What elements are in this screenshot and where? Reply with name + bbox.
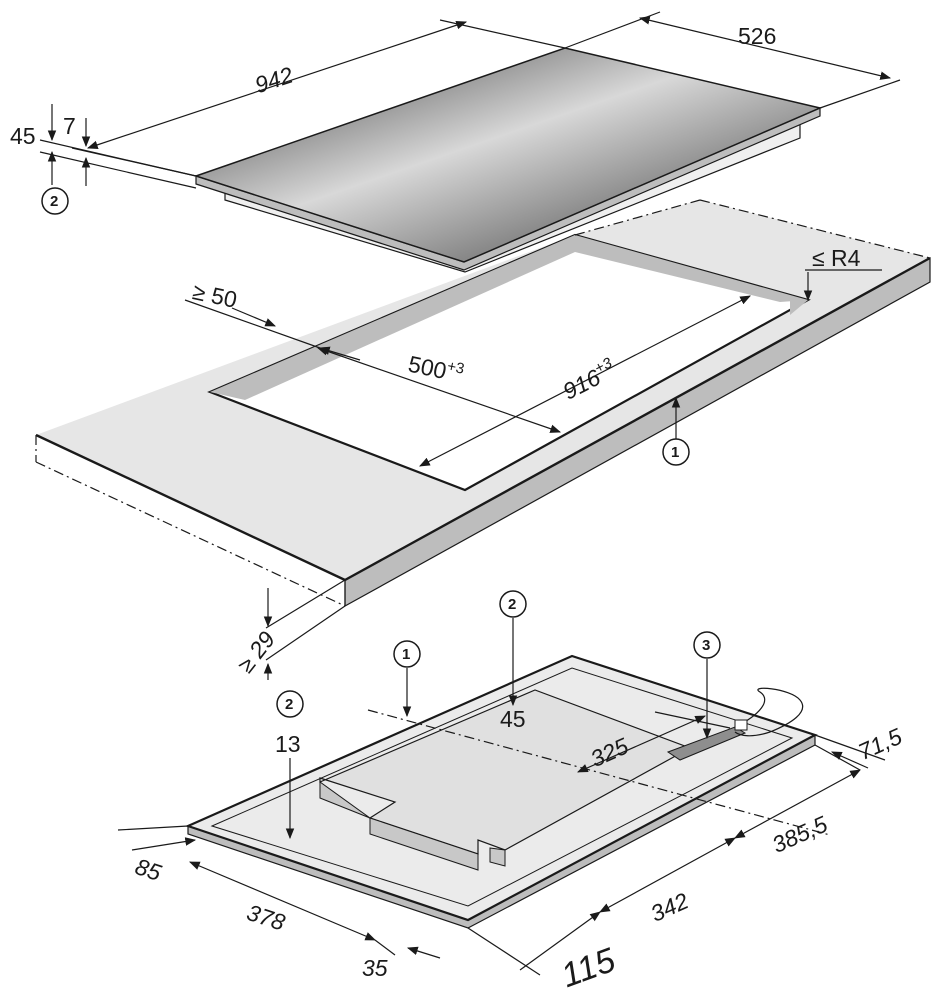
callout-under-3: 3 <box>702 637 710 654</box>
cutout-left-wall <box>210 235 575 400</box>
dim-under-115: 115 <box>556 941 620 990</box>
underside-value-45: 45 <box>500 706 526 732</box>
callout-under-1: 1 <box>402 646 410 663</box>
underside-inner-frame <box>210 667 794 907</box>
callout-circle-under-2b <box>276 690 304 718</box>
dim-min-front-50: ≥ 50 <box>190 278 239 313</box>
callout-circle-under-2a <box>499 590 527 618</box>
callout-worktop-1: 1 <box>671 444 679 461</box>
underside-module-side-2 <box>489 847 506 867</box>
dim-glass-7: 7 <box>63 113 76 139</box>
callout-under-2b: 2 <box>285 696 293 713</box>
dim-under-35: 35 <box>362 955 388 981</box>
dim-height-45: 45 <box>10 123 36 149</box>
cutout-back-wall <box>575 235 808 302</box>
underside-value-13: 13 <box>275 731 301 757</box>
dim-width-942: 942 <box>252 62 297 99</box>
dim-min-worktop-29: ≥ 29 <box>232 626 280 677</box>
callout-under-2a: 2 <box>508 596 516 613</box>
callout-circle-top-2 <box>41 187 69 215</box>
underside-module-side <box>319 781 479 871</box>
dim-corner-radius: ≤ R4 <box>812 245 861 271</box>
dim-under-85: 85 <box>132 853 165 886</box>
callout-circle-under-1 <box>393 640 421 668</box>
dim-under-385-5: 385,5 <box>768 811 831 858</box>
cutout-right-wall <box>790 300 808 315</box>
callout-circle-worktop-1 <box>662 438 690 466</box>
dim-under-378: 378 <box>244 899 289 936</box>
callout-top-2: 2 <box>50 193 58 210</box>
dim-under-342: 342 <box>647 887 693 926</box>
callout-circle-under-3 <box>693 631 721 659</box>
dim-depth-526: 526 <box>738 23 776 49</box>
